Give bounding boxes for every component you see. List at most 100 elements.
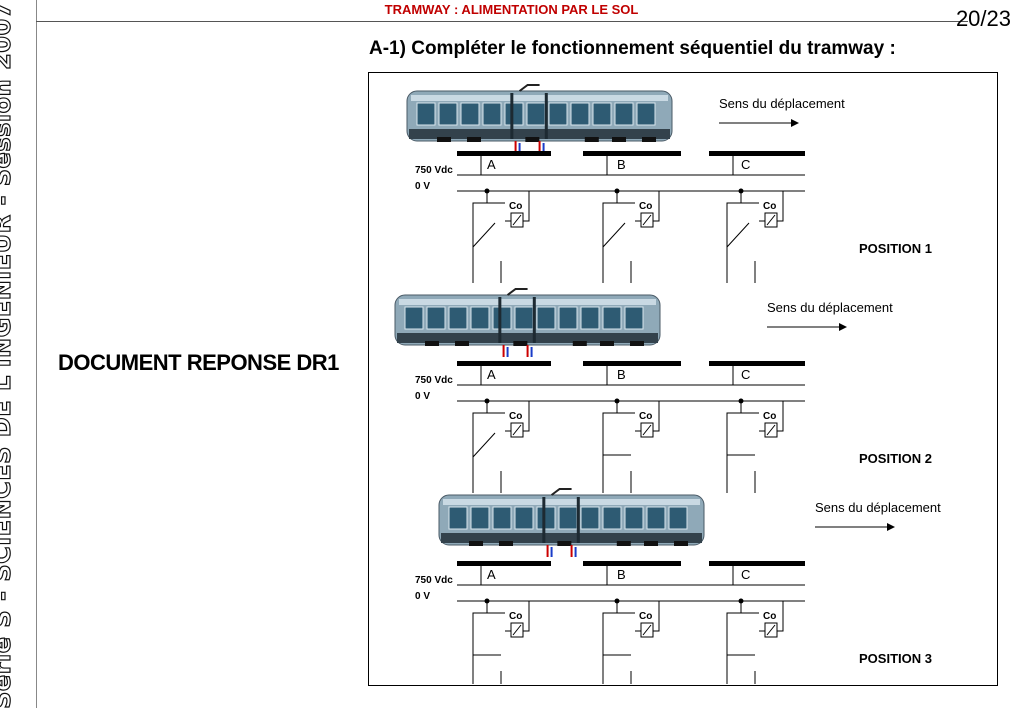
tram-wheel (455, 341, 469, 346)
tram-window (460, 102, 480, 126)
circuit-wire (653, 191, 660, 222)
contactor-label: Co (763, 611, 776, 622)
tram-window (592, 102, 612, 126)
direction-arrowhead (887, 523, 895, 531)
tram-window (438, 102, 458, 126)
ground-rail-c (709, 561, 805, 566)
contactor-label: Co (639, 411, 652, 422)
coil-slash (766, 624, 776, 636)
tram-wheel (644, 541, 658, 546)
tram-window (624, 306, 644, 330)
tram-wheel (513, 341, 528, 346)
segment-label: A (487, 367, 496, 382)
circuit-wire (602, 191, 618, 283)
contactor-label: Co (639, 201, 652, 212)
tram-window (668, 506, 688, 530)
tram-window (470, 306, 490, 330)
tram-window (602, 306, 622, 330)
tram-window (646, 506, 666, 530)
tram-joint (510, 93, 514, 139)
contactor-label: Co (763, 201, 776, 212)
circuit-wire (777, 191, 784, 222)
tram-window (614, 102, 634, 126)
direction-arrowhead (791, 119, 799, 127)
segment-label: B (617, 157, 626, 172)
junction-dot (614, 598, 620, 604)
tram-window (404, 306, 424, 330)
tram-window (492, 306, 512, 330)
tram-window (416, 102, 436, 126)
direction-label: Sens du déplacement (815, 500, 941, 515)
segment-label: C (741, 367, 750, 382)
contact-open (472, 432, 496, 458)
ground-rail-b (583, 561, 681, 566)
voltage-750-label: 750 Vdc (415, 375, 453, 386)
segment-label: C (741, 157, 750, 172)
tram-window (570, 102, 590, 126)
direction-arrowhead (839, 323, 847, 331)
tram-wheel (469, 541, 483, 546)
coil-slash (512, 624, 522, 636)
tram-window (580, 306, 600, 330)
tram-joint (544, 93, 548, 139)
tram-window (580, 506, 600, 530)
tram-wheel (437, 137, 451, 142)
voltage-0-label: 0 V (415, 181, 430, 192)
tram-roof (411, 95, 668, 101)
circuit-wire (523, 191, 530, 222)
tram-window (548, 102, 568, 126)
circuit-wire (653, 401, 660, 432)
tram-pantograph (550, 488, 572, 496)
contactor-label: Co (763, 411, 776, 422)
ground-rail-a (457, 151, 551, 156)
tram-joint (542, 497, 546, 543)
circuit-wire (726, 601, 742, 693)
tram-skirt (441, 533, 702, 543)
tram-window (558, 306, 578, 330)
tram-window (470, 506, 490, 530)
circuit-wire (726, 401, 742, 493)
circuit-wire (726, 191, 742, 283)
junction-dot (738, 188, 744, 194)
circuit-wire (602, 601, 618, 693)
coil-slash (766, 424, 776, 436)
tram-window (558, 506, 578, 530)
circuit-wire (777, 401, 784, 432)
tram-wheel (557, 541, 572, 546)
document-label: DOCUMENT REPONSE DR1 (58, 350, 339, 375)
junction-dot (614, 398, 620, 404)
voltage-0-label: 0 V (415, 591, 430, 602)
segment-label: B (617, 367, 626, 382)
margin-divider (36, 0, 37, 708)
page-number: 20/23 (955, 6, 1011, 31)
tram-roof (443, 499, 700, 505)
tram-window (448, 306, 468, 330)
coil-slash (766, 214, 776, 226)
contactor-label: Co (509, 611, 522, 622)
tram-window (526, 102, 546, 126)
tram-wheel (525, 137, 540, 142)
circuit-wire (472, 601, 488, 693)
segment-label: C (741, 567, 750, 582)
ground-rail-a (457, 361, 551, 366)
tram (438, 488, 705, 557)
coil-slash (642, 624, 652, 636)
ground-rail-c (709, 151, 805, 156)
junction-dot (614, 188, 620, 194)
tram-window (514, 506, 534, 530)
position-label: POSITION 2 (859, 451, 932, 466)
position-label: POSITION 1 (859, 241, 932, 256)
coil-slash (642, 424, 652, 436)
tram-wheel (425, 341, 439, 346)
tram-window (426, 306, 446, 330)
position-label: POSITION 3 (859, 651, 932, 666)
tram-wheel (499, 541, 513, 546)
voltage-750-label: 750 Vdc (415, 165, 453, 176)
junction-dot (484, 598, 490, 604)
tram-window (536, 306, 556, 330)
voltage-750-label: 750 Vdc (415, 575, 453, 586)
tram-wheel (467, 137, 481, 142)
circuit-wire (602, 401, 618, 493)
